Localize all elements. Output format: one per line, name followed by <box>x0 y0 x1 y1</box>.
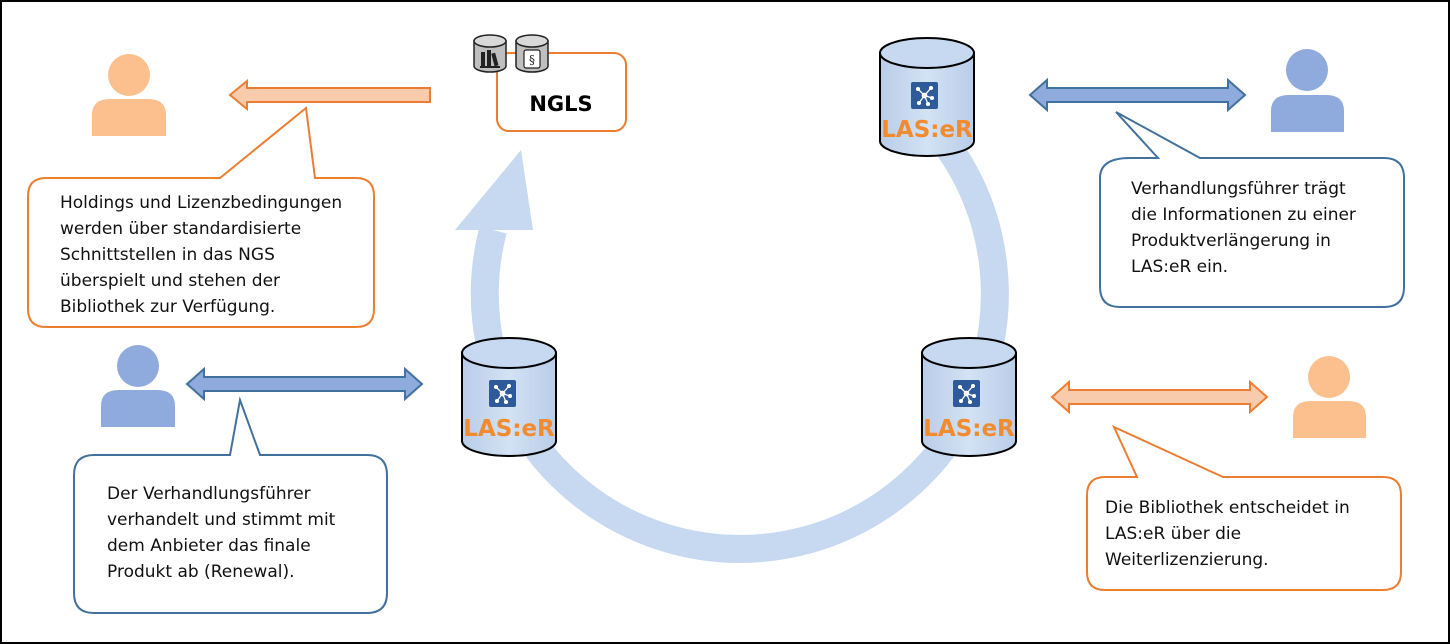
bubble-line: Weiterlizenzierung. <box>1105 550 1269 570</box>
bubble-line: Der Verhandlungsführer <box>107 484 311 504</box>
paragraph-scroll-icon: § <box>515 34 549 73</box>
books-icon <box>473 34 507 73</box>
ngls-node: NGLS § <box>473 34 627 132</box>
bubble-line: dem Anbieter das finale <box>107 536 311 556</box>
database-bottom-right: LAS:eR <box>921 337 1017 457</box>
bubble-text-library-decides: Die Bibliothek entscheidet in LAS:eR übe… <box>1105 495 1350 573</box>
database-label: LAS:eR <box>463 416 555 442</box>
bubble-text-negotiator-renewal: Der Verhandlungsführer verhandelt und st… <box>107 481 335 585</box>
person-icon <box>92 54 166 136</box>
bubble-negotiator-enter <box>1099 111 1405 308</box>
database-left: LAS:eR <box>461 337 557 457</box>
bubble-line: LAS:eR ein. <box>1131 257 1229 277</box>
bubble-line: Die Bibliothek entscheidet in <box>1105 498 1350 518</box>
bubble-text-ngls-info: Holdings und Lizenzbedingungen werden üb… <box>60 190 342 320</box>
database-label: LAS:eR <box>923 416 1015 442</box>
bubble-line: Verhandlungsführer trägt <box>1131 179 1346 199</box>
bubble-line: Bibliothek zur Verfügung. <box>60 297 276 317</box>
bubble-line: Produktverlängerung in <box>1131 231 1331 251</box>
bubble-line: die Informationen zu einer <box>1131 205 1356 225</box>
person-icon <box>101 345 175 427</box>
bubble-line: Produkt ab (Renewal). <box>107 562 295 582</box>
person-icon <box>1293 356 1366 438</box>
bubble-line: werden über standardisierte <box>60 219 302 239</box>
bubble-line: Schnittstellen in das NGS <box>60 245 275 265</box>
cycle-arrowhead <box>455 150 533 230</box>
bubble-ngls-info <box>27 106 375 328</box>
arrow-ngls-to-library <box>228 78 431 112</box>
arrow-negotiator-renewal <box>185 366 424 402</box>
database-label: LAS:eR <box>881 117 973 143</box>
arrow-negotiator-to-database <box>1028 77 1247 113</box>
bubble-line: LAS:eR über die <box>1105 524 1242 544</box>
person-icon <box>1271 49 1344 132</box>
database-top-right: LAS:eR <box>879 37 975 157</box>
bubble-negotiator-renewal <box>73 396 388 614</box>
bubble-line: überspielt und stehen der <box>60 271 281 291</box>
bubble-line: Holdings und Lizenzbedingungen <box>60 193 343 213</box>
arrow-library-to-database <box>1050 379 1269 415</box>
bubble-text-negotiator-enter: Verhandlungsführer trägt die Information… <box>1131 176 1356 280</box>
bubble-library-decides <box>1086 424 1402 591</box>
ngls-label: NGLS <box>529 92 592 116</box>
bubble-line: verhandelt und stimmt mit <box>107 510 336 530</box>
svg-text:§: § <box>529 53 535 67</box>
